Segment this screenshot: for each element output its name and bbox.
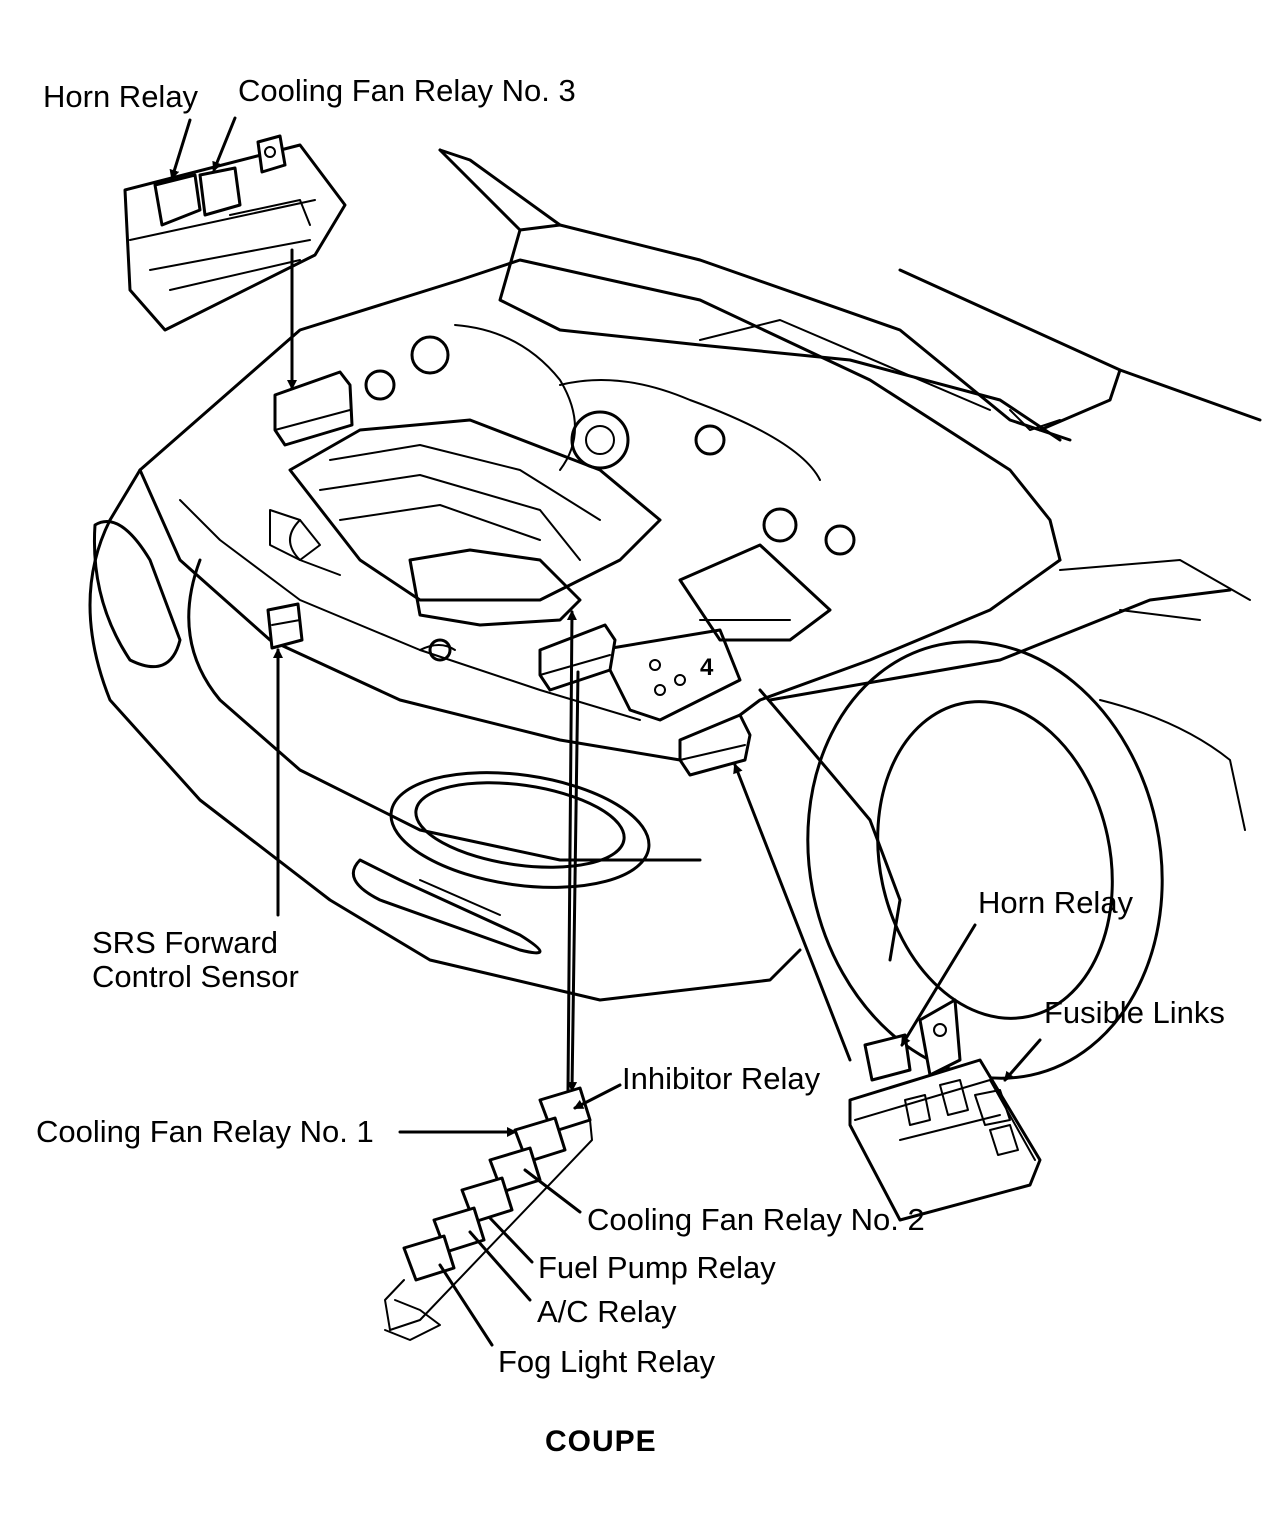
arrow-inhibitor-relay [573, 1083, 622, 1110]
line-fog-light [438, 1263, 494, 1347]
label-horn-relay-top: Horn Relay [43, 79, 199, 114]
engine-relay-block-center [538, 623, 617, 692]
caption-coupe: COUPE [545, 1425, 657, 1458]
label-fuel-pump-relay: Fuel Pump Relay [538, 1250, 776, 1285]
car-body: 4 [88, 148, 1262, 1080]
label-cooling-fan-relay-2: Cooling Fan Relay No. 2 [587, 1202, 925, 1237]
label-srs-sensor-line2: Control Sensor [92, 959, 299, 994]
label-srs-sensor-line1: SRS Forward [92, 925, 279, 960]
arrow-horn-relay-top [169, 118, 192, 180]
label-inhibitor-relay: Inhibitor Relay [622, 1061, 821, 1096]
srs-sensor-part [266, 602, 304, 650]
leader-lines [169, 116, 1042, 1347]
label-fog-light-relay: Fog Light Relay [498, 1344, 716, 1379]
battery-number: 4 [700, 654, 714, 681]
arrow-cooling-fan-3 [212, 116, 237, 172]
line-ac-relay [468, 1230, 532, 1302]
label-ac-relay: A/C Relay [537, 1294, 677, 1329]
label-cooling-fan-relay-1: Cooling Fan Relay No. 1 [36, 1114, 374, 1149]
label-horn-relay-right: Horn Relay [978, 885, 1134, 920]
fuse-box-detail [848, 998, 1042, 1222]
arrow-relay-block [567, 670, 580, 1092]
label-fusible-links: Fusible Links [1044, 995, 1225, 1030]
line-fuel-pump [488, 1216, 534, 1264]
battery [598, 628, 742, 722]
label-cooling-fan-relay-3: Cooling Fan Relay No. 3 [238, 73, 576, 108]
arrow-fuse-box [733, 763, 852, 1062]
arrow-horn-relay-right [900, 923, 977, 1047]
line-cooling-fan-2 [523, 1168, 582, 1214]
arrow-fusible-links [1003, 1038, 1042, 1082]
relay-box-detail-top [123, 134, 347, 332]
relay-stack-detail [384, 1086, 593, 1341]
arrow-relay-block-up [566, 610, 577, 1092]
engine-fuse-box-right [678, 713, 752, 777]
engine-relay-box-left [273, 370, 354, 447]
